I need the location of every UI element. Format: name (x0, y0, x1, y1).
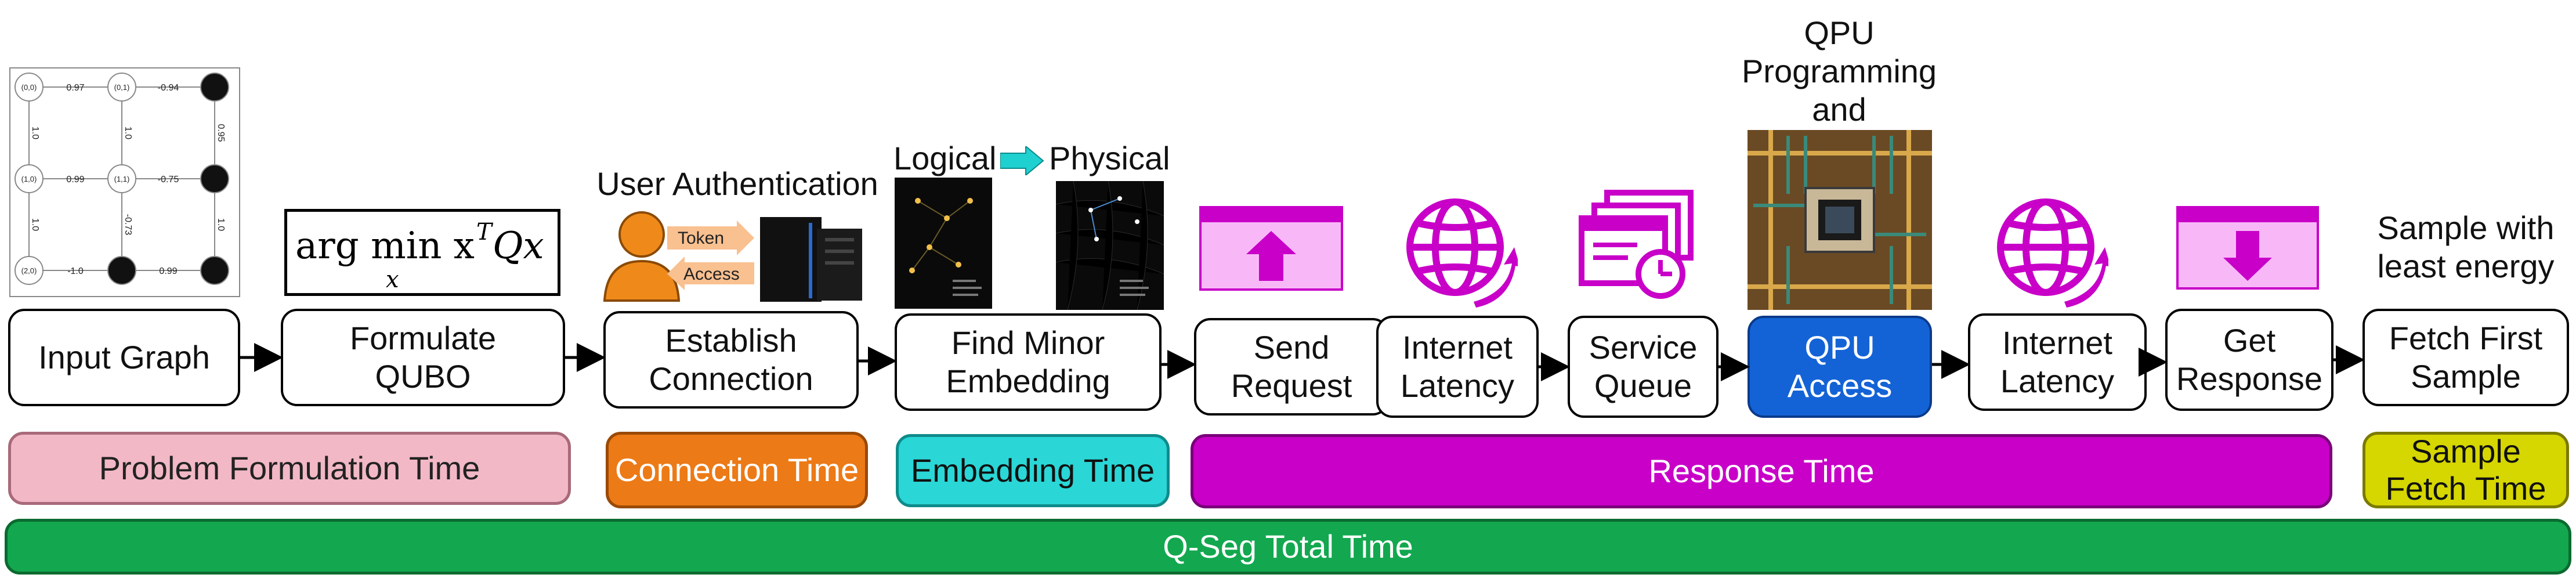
logical-graph-image (895, 178, 992, 309)
globe-icon (1997, 198, 2108, 308)
qubo-rest: Qx (493, 225, 544, 268)
edge-weight: -0.94 (158, 83, 179, 93)
physical-graph-image (1056, 181, 1164, 310)
physical-label: Physical (1049, 140, 1170, 176)
step-send-request: Send Request (1194, 318, 1389, 416)
logical-label: Logical (893, 140, 997, 176)
step-find-minor-embedding: Find Minor Embedding (895, 313, 1162, 411)
graph-node-label: (0,0) (21, 83, 37, 92)
edge-weight: 0.99 (66, 175, 84, 185)
graph-node-label: (1,1) (114, 175, 130, 183)
user-icon (603, 211, 681, 302)
step-internet-latency-2: Internet Latency (1968, 313, 2147, 411)
qubo-argmin: arg min x (295, 225, 475, 268)
step-internet-latency-1: Internet Latency (1376, 316, 1539, 418)
phase-connection: Connection Time (606, 432, 868, 508)
step-establish-connection: Establish Connection (603, 311, 859, 409)
edge-weight: -0.75 (158, 175, 179, 185)
token-access-arrows: Token Access (667, 221, 754, 290)
edge-weight: 0.99 (159, 266, 177, 276)
phase-sample-fetch: Sample Fetch Time (2362, 432, 2569, 508)
step-formulate-qubo: Formulate QUBO (281, 309, 565, 406)
token-label: Token (678, 229, 724, 248)
edge-weight: 1.0 (30, 127, 40, 139)
edge-weight: 1.0 (216, 218, 226, 231)
phase-embedding: Embedding Time (896, 434, 1170, 507)
edge-weight: -0.73 (123, 214, 133, 236)
step-get-response: Get Response (2165, 309, 2333, 411)
graph-node-label: (0,1) (114, 83, 130, 92)
qubo-formula: arg min x T Qx x (284, 209, 560, 296)
qpu-chip-photo (1748, 130, 1932, 310)
edge-weight: -1.0 (67, 266, 84, 276)
download-tray-icon (2176, 206, 2319, 290)
phase-problem-formulation: Problem Formulation Time (8, 432, 571, 505)
queue-stack-icon (1579, 190, 1694, 299)
qubo-sup: T (476, 219, 492, 245)
upload-tray-icon (1199, 206, 1343, 291)
phase-response: Response Time (1191, 434, 2332, 508)
quantum-computer-icon (760, 217, 862, 302)
step-service-queue: Service Queue (1568, 316, 1718, 418)
edge-weight: 1.0 (30, 218, 40, 231)
sample-least-energy-label: Sample with least energy (2377, 209, 2555, 284)
step-qpu-access: QPU Access (1748, 316, 1932, 418)
edge-weight: 0.97 (66, 83, 84, 93)
step-input-graph: Input Graph (8, 309, 240, 406)
graph-node-label: (2,0) (21, 266, 37, 275)
access-label: Access (683, 265, 740, 284)
globe-icon (1406, 198, 1518, 308)
qubo-sub: x (386, 266, 399, 293)
edge-weight: 0.95 (216, 124, 226, 142)
step-fetch-first-sample: Fetch First Sample (2362, 309, 2569, 406)
phase-total: Q-Seg Total Time (5, 519, 2571, 575)
input-graph-illustration: 0.97 -0.94 0.99 -0.75 -1.0 0.99 1.0 1.0 … (9, 67, 240, 297)
user-authentication-label: User Authentication (596, 165, 878, 202)
edge-weight: 1.0 (123, 127, 133, 139)
graph-node-label: (1,0) (21, 175, 37, 183)
logical-to-physical-arrow (1000, 146, 1044, 175)
